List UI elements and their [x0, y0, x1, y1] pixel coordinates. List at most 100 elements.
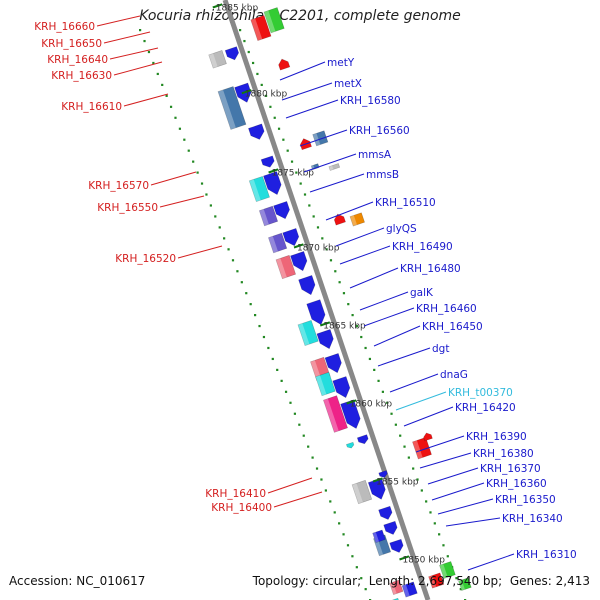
forward-gene-label: glyQS	[386, 223, 417, 235]
track-outer-right-dot	[325, 248, 328, 251]
gene-highlight	[208, 53, 218, 69]
track-outer-right-dot	[321, 237, 324, 240]
leader-line	[109, 47, 159, 60]
gene-feature	[299, 138, 312, 151]
track-outer-left-dot	[311, 456, 314, 459]
track-outer-right-dot	[299, 182, 302, 185]
track-outer-right-dot	[416, 478, 419, 481]
gene-feature	[260, 155, 275, 168]
gene-feature	[340, 399, 361, 429]
track-outer-right-dot	[247, 50, 250, 54]
track-outer-right-dot	[351, 314, 354, 317]
track-outer-right-dot	[290, 160, 294, 163]
leader-line	[96, 15, 141, 27]
gene-highlight	[263, 10, 276, 33]
leader-line	[403, 406, 454, 427]
gene-feature	[248, 175, 270, 203]
track-outer-left-dot	[178, 127, 182, 130]
leader-line	[363, 307, 415, 327]
track-outer-right-dot	[459, 588, 462, 591]
gene-feature	[346, 441, 355, 449]
gene-highlight	[312, 133, 321, 146]
gene-arrow	[278, 58, 291, 71]
gene-body	[275, 254, 297, 280]
map-title: Kocuria rhizophila DC2201, complete geno…	[139, 8, 461, 24]
track-outer-left-dot	[298, 423, 301, 426]
track-outer-right-dot	[394, 423, 397, 426]
track-outer-left-dot	[245, 292, 248, 295]
forward-gene-label: KRH_16480	[400, 263, 461, 275]
track-outer-right-dot	[269, 105, 272, 108]
leader-line	[415, 435, 465, 453]
track-outer-left-dot	[360, 577, 363, 580]
track-outer-left-dot	[307, 445, 310, 448]
track-outer-right-dot	[438, 533, 441, 536]
gene-body	[349, 212, 365, 227]
gene-body	[315, 371, 336, 397]
track-outer-left-dot	[156, 72, 159, 76]
forward-gene-label: KRH_16420	[455, 402, 516, 414]
gene-arrow	[299, 138, 312, 151]
track-outer-right-dot	[329, 259, 333, 262]
track-outer-right-dot	[373, 368, 376, 372]
track-outer-left-dot	[249, 303, 252, 306]
gene-feature	[217, 86, 247, 130]
gene-feature	[323, 395, 348, 433]
gene-body	[458, 577, 472, 591]
track-outer-right-dot	[273, 116, 276, 119]
track-outer-left-dot	[289, 401, 292, 404]
track-outer-right-dot	[264, 94, 268, 97]
track-outer-left-dot	[169, 105, 173, 108]
track-outer-right-dot	[286, 149, 289, 152]
gene-arrow	[290, 251, 308, 272]
gene-body	[351, 479, 373, 505]
forward-gene-label: KRH_t00370	[448, 387, 513, 399]
reverse-gene-label: KRH_16400	[211, 502, 272, 514]
gene-feature	[324, 353, 342, 374]
genome-summary: Topology: circular; Length: 2,697,540 bp…	[252, 574, 590, 588]
gene-arrow	[378, 470, 388, 478]
gene-feature	[282, 227, 300, 247]
gene-feature	[248, 123, 265, 140]
track-outer-right-dot	[347, 303, 350, 306]
track-outer-right-dot	[390, 412, 393, 415]
topology-label: Topology:	[252, 574, 309, 588]
gene-body	[208, 50, 227, 69]
gene-arrow	[324, 353, 342, 374]
track-outer-left-dot	[302, 434, 305, 437]
track-outer-right-dot	[312, 215, 315, 218]
gene-arrow	[316, 329, 334, 350]
gene-highlight	[458, 579, 465, 591]
gene-feature	[224, 46, 240, 61]
reverse-gene-label: KRH_16550	[97, 202, 158, 214]
forward-gene-label: metY	[327, 57, 355, 69]
leader-line	[177, 245, 223, 259]
scale-tick-mark	[212, 3, 223, 9]
gene-feature	[439, 561, 456, 579]
track-outer-right-dot	[316, 226, 320, 229]
track-outer-left-dot	[329, 500, 332, 503]
gene-feature	[412, 437, 432, 460]
track-outer-right-dot	[334, 270, 337, 273]
gene-feature	[298, 275, 316, 296]
track-outer-left-dot	[143, 39, 146, 43]
gene-feature	[268, 232, 288, 254]
gene-feature	[383, 520, 398, 535]
reverse-gene-label: KRH_16520	[115, 253, 176, 265]
gene-arrow	[224, 46, 240, 61]
track-outer-right-dot	[420, 489, 423, 492]
track-outer-left-dot	[209, 204, 212, 207]
gene-arrow	[248, 123, 265, 140]
gene-feature	[273, 200, 290, 220]
track-outer-right-dot	[338, 281, 341, 284]
leader-line	[267, 477, 313, 494]
reverse-gene-label: KRH_16650	[41, 38, 102, 50]
forward-gene-label: KRH_16450	[422, 321, 483, 333]
leader-line	[335, 227, 385, 247]
gene-arrow	[332, 376, 351, 399]
forward-gene-label: KRH_16370	[480, 463, 541, 475]
gene-highlight	[328, 165, 334, 171]
track-outer-right-dot	[377, 379, 380, 382]
gene-highlight	[268, 236, 278, 253]
